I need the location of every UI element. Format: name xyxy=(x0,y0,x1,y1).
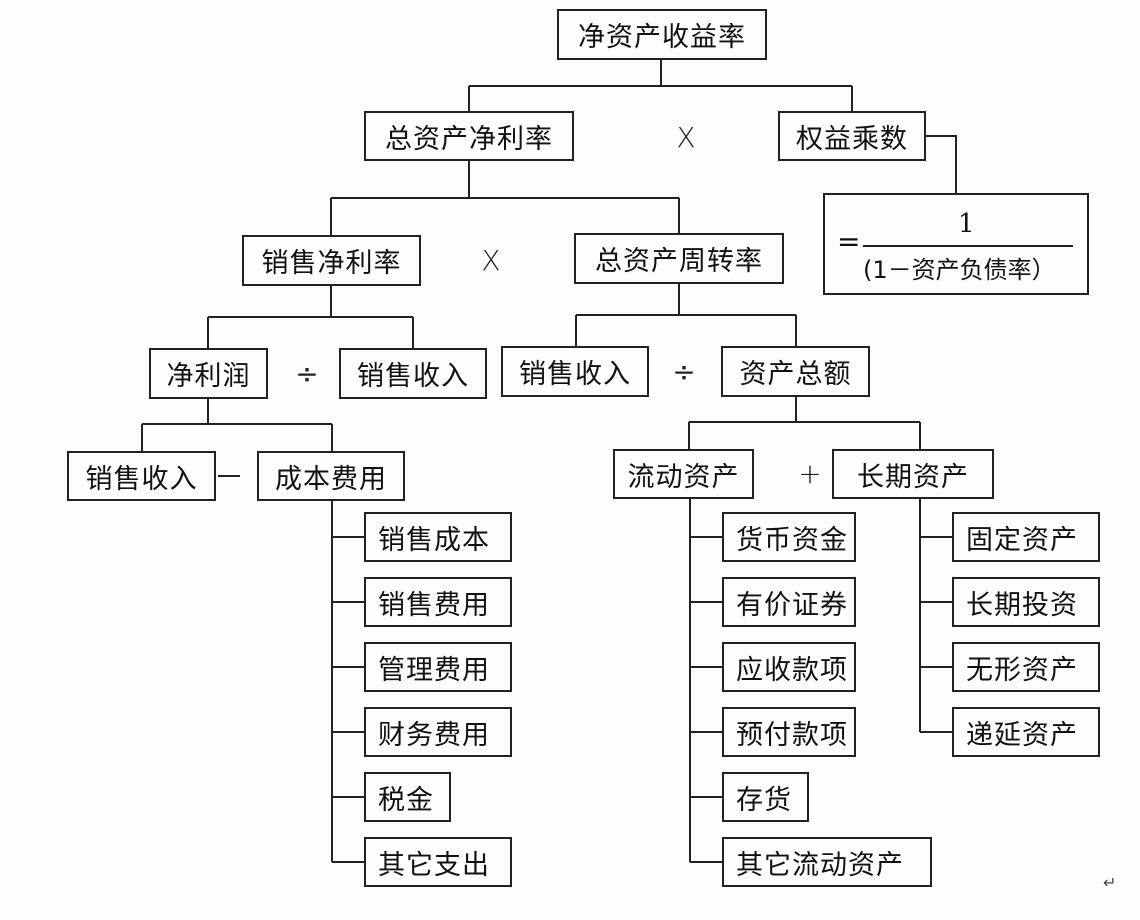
box-sales-revenue-3: 销售收入 xyxy=(67,451,216,501)
longterm-asset-item-label: 固定资产 xyxy=(966,524,1078,556)
sales-revenue-1-label: 销售收入 xyxy=(357,361,469,392)
current-asset-item-label: 应收款项 xyxy=(736,654,848,686)
box-net-profit: 净利润 xyxy=(149,348,268,399)
box-longterm-assets: 长期资产 xyxy=(832,449,994,499)
cost-spine xyxy=(331,501,364,863)
longterm-asset-item: 固定资产 xyxy=(952,512,1100,562)
divide-operator-1: ÷ xyxy=(295,357,319,390)
cost-item-label: 销售成本 xyxy=(378,524,490,556)
multiply-operator-2: X xyxy=(481,244,501,277)
costs-expenses-label: 成本费用 xyxy=(275,463,387,495)
current-assets-spine xyxy=(689,499,722,863)
box-sales-revenue-2: 销售收入 xyxy=(501,346,649,397)
connector-turnover xyxy=(575,284,797,346)
cost-item: 税金 xyxy=(364,772,451,822)
connector-total-assets xyxy=(688,397,921,449)
box-costs-expenses: 成本费用 xyxy=(257,451,405,501)
formula-equals: = xyxy=(837,225,861,258)
box-current-assets: 流动资产 xyxy=(613,449,754,499)
connector-roa xyxy=(330,161,680,235)
equity-multiplier-label: 权益乘数 xyxy=(796,123,908,155)
formula-box: = 1 (1－资产负债率） xyxy=(823,193,1089,295)
cost-item: 管理费用 xyxy=(364,642,512,692)
box-roa: 总资产净利率 xyxy=(364,111,574,161)
paragraph-mark-icon: ↵ xyxy=(1103,873,1117,892)
current-asset-item: 应收款项 xyxy=(722,642,856,692)
multiply-operator-1: X xyxy=(676,121,696,154)
box-total-assets: 资产总额 xyxy=(721,346,870,397)
cost-item-label: 税金 xyxy=(378,784,434,816)
longterm-asset-item-label: 长期投资 xyxy=(966,589,1078,621)
box-net-profit-margin: 销售净利率 xyxy=(242,235,421,286)
connector-equity-formula xyxy=(926,135,957,193)
current-asset-item: 有价证券 xyxy=(722,577,856,627)
formula-numerator: 1 xyxy=(958,209,975,239)
current-asset-item: 存货 xyxy=(722,772,809,822)
current-asset-item-label: 其它流动资产 xyxy=(736,849,904,881)
connector-net-margin xyxy=(207,286,414,348)
cost-item-label: 管理费用 xyxy=(378,654,490,686)
plus-operator: + xyxy=(798,457,822,490)
net-profit-label: 净利润 xyxy=(166,361,251,392)
formula-fraction-bar xyxy=(863,245,1073,247)
cost-item-label: 销售费用 xyxy=(378,589,490,621)
root-label: 净资产收益率 xyxy=(578,22,746,53)
formula-denominator: (1－资产负债率） xyxy=(863,256,1056,284)
longterm-asset-item: 长期投资 xyxy=(952,577,1100,627)
current-asset-item-label: 存货 xyxy=(736,784,792,816)
longterm-assets-spine xyxy=(919,499,952,733)
roa-label: 总资产净利率 xyxy=(385,123,553,155)
longterm-asset-item: 递延资产 xyxy=(952,707,1100,757)
current-asset-item-label: 预付款项 xyxy=(736,719,848,751)
sales-revenue-2-label: 销售收入 xyxy=(519,359,631,390)
current-asset-item: 预付款项 xyxy=(722,707,856,757)
current-asset-item: 其它流动资产 xyxy=(722,837,932,887)
longterm-asset-item-label: 递延资产 xyxy=(966,719,1078,751)
cost-item: 销售成本 xyxy=(364,512,512,562)
current-asset-item: 货币资金 xyxy=(722,512,856,562)
longterm-assets-label: 长期资产 xyxy=(857,461,969,493)
cost-item: 财务费用 xyxy=(364,707,512,757)
sales-revenue-3-label: 销售收入 xyxy=(85,463,198,495)
net-profit-margin-label: 销售净利率 xyxy=(261,248,402,279)
cost-item: 其它支出 xyxy=(364,837,512,887)
cost-item: 销售费用 xyxy=(364,577,512,627)
box-asset-turnover: 总资产周转率 xyxy=(574,233,784,284)
connector-root xyxy=(468,60,853,111)
cost-item-label: 财务费用 xyxy=(378,719,490,751)
divide-operator-2: ÷ xyxy=(672,355,696,388)
total-assets-label: 资产总额 xyxy=(739,359,852,390)
connector-net-profit xyxy=(141,399,333,451)
root-box-roe: 净资产收益率 xyxy=(557,9,767,60)
longterm-asset-item: 无形资产 xyxy=(952,642,1100,692)
current-asset-item-label: 有价证券 xyxy=(736,589,848,621)
cost-item-label: 其它支出 xyxy=(378,849,490,881)
asset-turnover-label: 总资产周转率 xyxy=(595,246,763,277)
box-sales-revenue-1: 销售收入 xyxy=(339,348,487,399)
current-assets-label: 流动资产 xyxy=(627,461,740,493)
longterm-asset-item-label: 无形资产 xyxy=(966,654,1078,686)
current-asset-item-label: 货币资金 xyxy=(736,524,848,556)
box-equity-multiplier: 权益乘数 xyxy=(778,111,926,161)
